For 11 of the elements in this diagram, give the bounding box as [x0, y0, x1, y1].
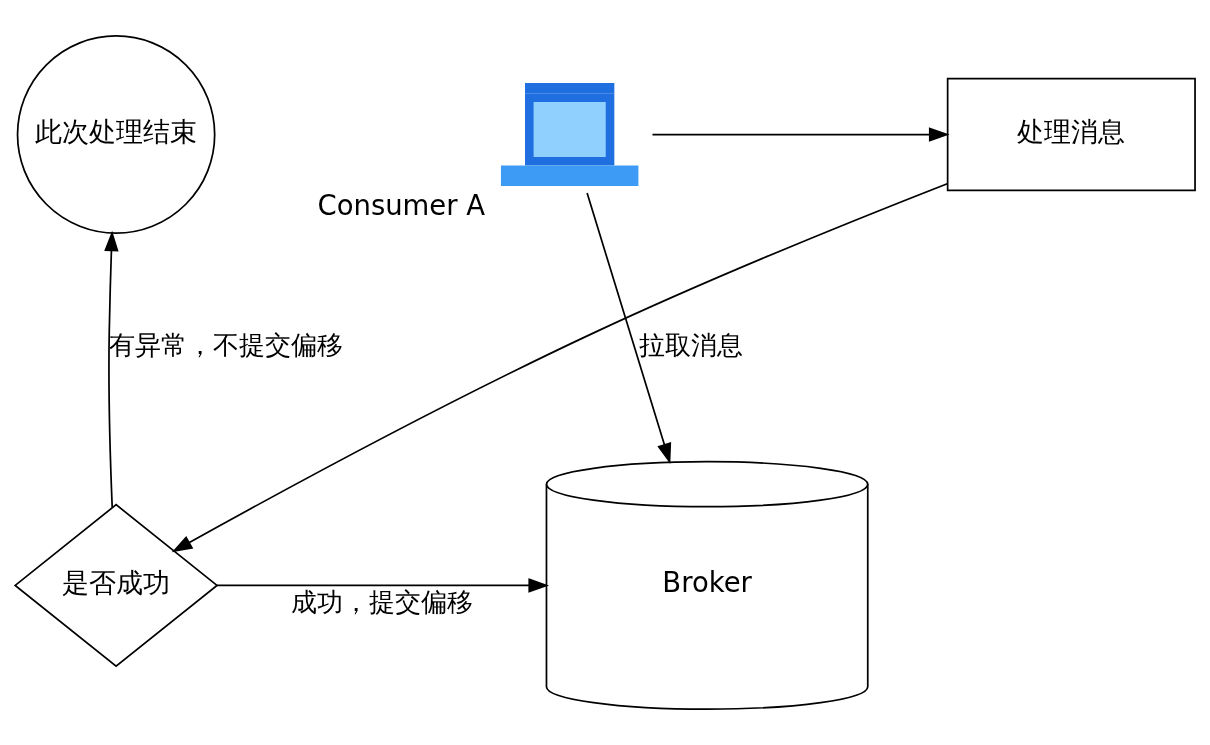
- node-circle: 此次处理结束: [16, 35, 216, 234]
- arrow: [586, 192, 672, 464]
- arrow: [651, 127, 950, 142]
- edge-label: 成功，提交偏移: [290, 587, 473, 618]
- node-label: Consumer A: [317, 188, 486, 221]
- edge-label: 拉取消息: [638, 329, 743, 360]
- arrow: [216, 578, 550, 593]
- arrow: [104, 230, 119, 509]
- node-diamond: 是否成功: [13, 503, 219, 668]
- arrow: [171, 182, 949, 553]
- node-box: 处理消息: [946, 77, 1196, 192]
